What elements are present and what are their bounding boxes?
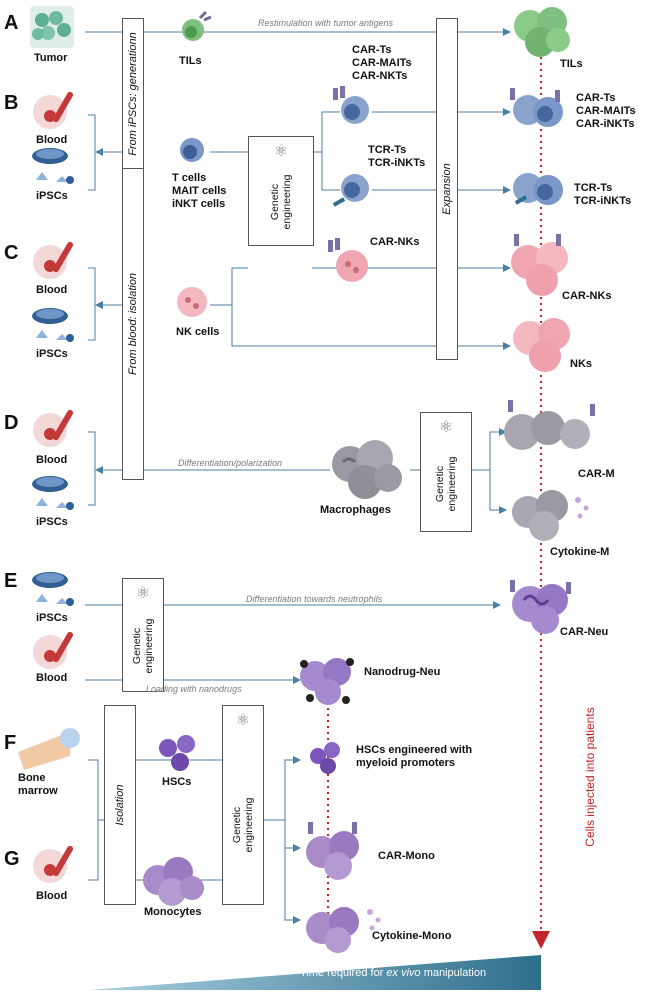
nk-cells-label: NK cells [176, 326, 220, 338]
time-bar [90, 955, 541, 990]
cytokine-mono-product-icon [306, 907, 381, 953]
car-m-product-label: CAR-M [578, 468, 615, 480]
car-nks-mid-label: CAR-NKs [370, 236, 420, 248]
blood-tube-icon-c [33, 241, 73, 279]
isolation-box: Isolation [104, 705, 136, 905]
monocytes-label: Monocytes [144, 906, 202, 918]
expansion-label: Expansion [441, 163, 453, 215]
car-neu-product-icon [510, 580, 571, 634]
source-ipscs-label: iPSCs [36, 348, 68, 360]
macrophages-label: Macrophages [320, 504, 391, 516]
dna-icon: ⚛ [438, 419, 454, 436]
ipsc-dish-icon-e [32, 572, 74, 606]
source-blood-label: Blood [36, 454, 68, 466]
car-t-mid-icon [333, 86, 369, 124]
injection-label: Cells injected into patients [583, 707, 597, 847]
expansion-box: Expansion [436, 18, 458, 360]
from-ipscs-label: From iPSCs: generationn [127, 32, 139, 156]
source-ipscs-label: iPSCs [36, 612, 68, 624]
car-m-product-icon [504, 400, 595, 450]
nanodrugs-annotation: Loading with nanodrugs [146, 684, 242, 694]
from-blood-label: From blood: isolation [127, 272, 139, 376]
time-bar-label: Time required for ex vivo manipulation [300, 967, 487, 979]
source-tumor-label: Tumor [34, 52, 68, 64]
row-letter-f: F [4, 732, 17, 754]
nanodrug-neu-product-icon [300, 658, 354, 705]
nanodrug-neu-product-label: Nanodrug-Neu [364, 666, 441, 678]
injection-lines [319, 45, 550, 949]
row-letter-e: E [4, 570, 18, 592]
cytokine-m-product-label: Cytokine-M [550, 546, 610, 558]
hsc-cell-icon [159, 735, 195, 771]
tcr-t-product-icon [513, 173, 563, 205]
source-blood-label: Blood [36, 284, 68, 296]
row-letter-c: C [4, 242, 19, 264]
row-letter-g: G [4, 848, 20, 870]
hsc-engineered-product-icon [310, 742, 340, 774]
car-t-product-icon [510, 88, 563, 127]
bone-marrow-icon [18, 728, 80, 770]
row-letter-d: D [4, 412, 19, 434]
source-blood-label: Blood [36, 672, 68, 684]
from-blood-box: From blood: isolation [122, 168, 144, 480]
car-nk-product-icon [511, 234, 568, 296]
dna-icon: ⚛ [273, 143, 289, 160]
ipsc-dish-icon-b [32, 148, 74, 184]
source-ipscs-label: iPSCs [36, 516, 68, 528]
cytokine-m-product-icon [512, 490, 589, 541]
neutrophils-annotation: Differentiation towards neutrophils [246, 594, 383, 604]
isolation-label: Isolation [114, 784, 126, 826]
nk-product-icon [513, 318, 570, 372]
blood-tube-icon-g [33, 845, 73, 883]
car-mono-product-label: CAR-Mono [378, 850, 435, 862]
blood-tube-icon-e [33, 631, 73, 669]
til-cell-icon [182, 10, 212, 41]
monocyte-cluster-icon [143, 857, 204, 906]
tcr-t-mid-icon [332, 174, 369, 207]
dna-icon: ⚛ [235, 712, 251, 729]
blood-tube-icon-d [33, 409, 73, 447]
blood-tube-icon-b [33, 91, 73, 129]
t-cell-icon [180, 138, 204, 162]
tils-mid-label: TILs [179, 55, 202, 67]
dna-icon: ⚛ [135, 585, 151, 602]
macrophage-cluster-icon [332, 440, 402, 499]
from-ipscs-box: From iPSCs: generationn [122, 18, 144, 170]
tils-product-label: TILs [560, 58, 583, 70]
row-letter-b: B [4, 92, 19, 114]
hscs-label: HSCs [162, 776, 192, 788]
tumor-icon [30, 6, 74, 48]
car-nk-mid-icon [328, 238, 368, 282]
car-nks-product-label: CAR-NKs [562, 290, 612, 302]
ipsc-dish-icon-c [32, 308, 74, 342]
source-ipscs-label: iPSCs [36, 190, 68, 202]
row-letter-a: A [4, 12, 19, 34]
car-mono-product-icon [306, 822, 359, 880]
source-blood-label: Blood [36, 890, 68, 902]
restimulation-annotation: Restimulation with tumor antigens [258, 18, 394, 28]
car-neu-product-label: CAR-Neu [560, 626, 609, 638]
tils-product-icon [514, 7, 570, 57]
nks-product-label: NKs [570, 358, 593, 370]
cytokine-mono-product-label: Cytokine-Mono [372, 930, 452, 942]
source-blood-label: Blood [36, 134, 68, 146]
ipsc-dish-icon-d [32, 476, 74, 510]
nk-cell-icon [177, 287, 207, 317]
differentiation-annotation: Differentiation/polarization [178, 458, 283, 468]
